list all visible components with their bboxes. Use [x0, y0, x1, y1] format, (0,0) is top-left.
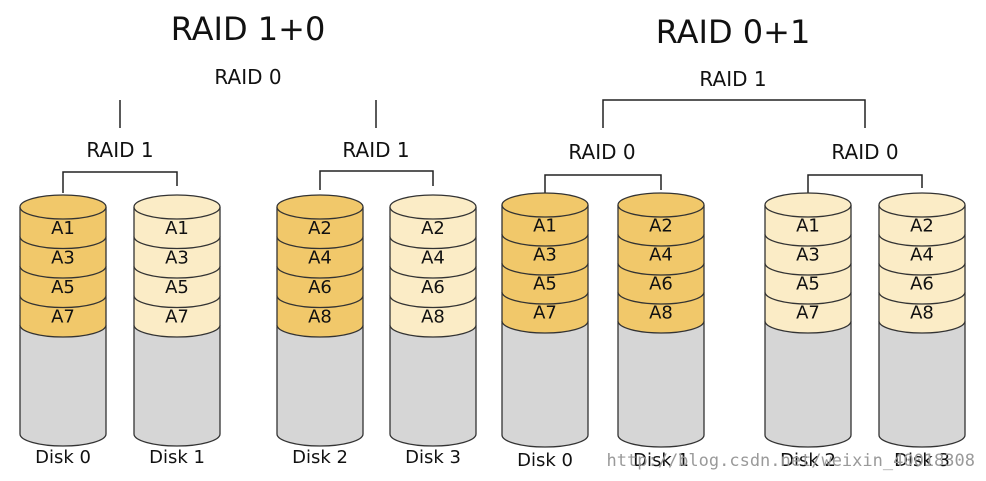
segment-label: A8	[421, 306, 445, 327]
segment-label: A2	[910, 216, 934, 237]
disk-empty-space	[133, 325, 221, 447]
segment-label: A5	[796, 274, 820, 295]
segment-label: A2	[308, 218, 332, 239]
disk-label: Disk 1	[149, 447, 205, 468]
raid10-top-label: RAID 0	[214, 65, 281, 89]
disk-label: Disk 3	[405, 447, 461, 468]
segment-label: A2	[649, 216, 673, 237]
disk-label: Disk 2	[780, 450, 836, 471]
raid10-title: RAID 1+0	[171, 10, 326, 48]
segment-label: A7	[51, 306, 75, 327]
disk-label: Disk 0	[517, 450, 573, 471]
disk-empty-space	[764, 321, 852, 448]
segment-label: A3	[796, 245, 820, 266]
segment-label: A8	[649, 303, 673, 324]
disk-top-cap	[276, 194, 364, 220]
disk-top-cap	[19, 194, 107, 220]
disk-label: Disk 1	[633, 450, 689, 471]
raid01-title: RAID 0+1	[656, 13, 811, 51]
segment-label: A1	[796, 216, 820, 237]
segment-label: A3	[165, 247, 189, 268]
segment-label: A1	[533, 216, 557, 237]
raid01-top-bracket	[602, 99, 866, 128]
segment-label: A4	[308, 247, 332, 268]
raid01-group1-bracket	[544, 174, 662, 196]
segment-label: A6	[649, 274, 673, 295]
segment-label: A8	[308, 306, 332, 327]
segment-label: A6	[421, 277, 445, 298]
disk-empty-space	[501, 321, 589, 448]
segment-label: A7	[796, 303, 820, 324]
raid10-group1-bracket	[62, 171, 178, 193]
segment-label: A5	[51, 277, 75, 298]
disk-top-cap	[133, 194, 221, 220]
disk-label: Disk 0	[35, 447, 91, 468]
raid01-group2-bracket	[807, 174, 923, 197]
segment-label: A1	[165, 218, 189, 239]
disk-top-cap	[389, 194, 477, 220]
segment-label: A4	[421, 247, 445, 268]
segment-label: A2	[421, 218, 445, 239]
disk-empty-space	[878, 321, 966, 448]
disk-top-cap	[764, 192, 852, 218]
disk-empty-space	[19, 325, 107, 447]
disk-top-cap	[501, 192, 589, 218]
segment-label: A1	[51, 218, 75, 239]
segment-label: A3	[533, 245, 557, 266]
segment-label: A4	[910, 245, 934, 266]
segment-label: A7	[165, 306, 189, 327]
disk-top-cap	[617, 192, 705, 218]
segment-label: A5	[165, 277, 189, 298]
disk-empty-space	[617, 321, 705, 448]
disk-label: Disk 2	[292, 447, 348, 468]
raid01-top-label: RAID 1	[699, 67, 766, 91]
segment-label: A8	[910, 303, 934, 324]
raid10-connectors	[62, 100, 434, 193]
segment-label: A6	[308, 277, 332, 298]
raid10-group2-bracket	[319, 170, 434, 190]
segment-label: A7	[533, 303, 557, 324]
segment-label: A3	[51, 247, 75, 268]
raid10-group2-label: RAID 1	[342, 138, 409, 162]
disk-top-cap	[878, 192, 966, 218]
raid01-group2-label: RAID 0	[831, 140, 898, 164]
segment-label: A5	[533, 274, 557, 295]
disk-empty-space	[276, 325, 364, 447]
raid01-connectors	[544, 99, 923, 197]
disk-empty-space	[389, 325, 477, 447]
watermark-text: http://blog.csdn.net/weixin_40018308	[607, 451, 975, 471]
raid10-group1-label: RAID 1	[86, 138, 153, 162]
raid01-group1-label: RAID 0	[568, 140, 635, 164]
segment-label: A6	[910, 274, 934, 295]
segment-label: A4	[649, 245, 673, 266]
disk-label: Disk 3	[894, 450, 950, 471]
